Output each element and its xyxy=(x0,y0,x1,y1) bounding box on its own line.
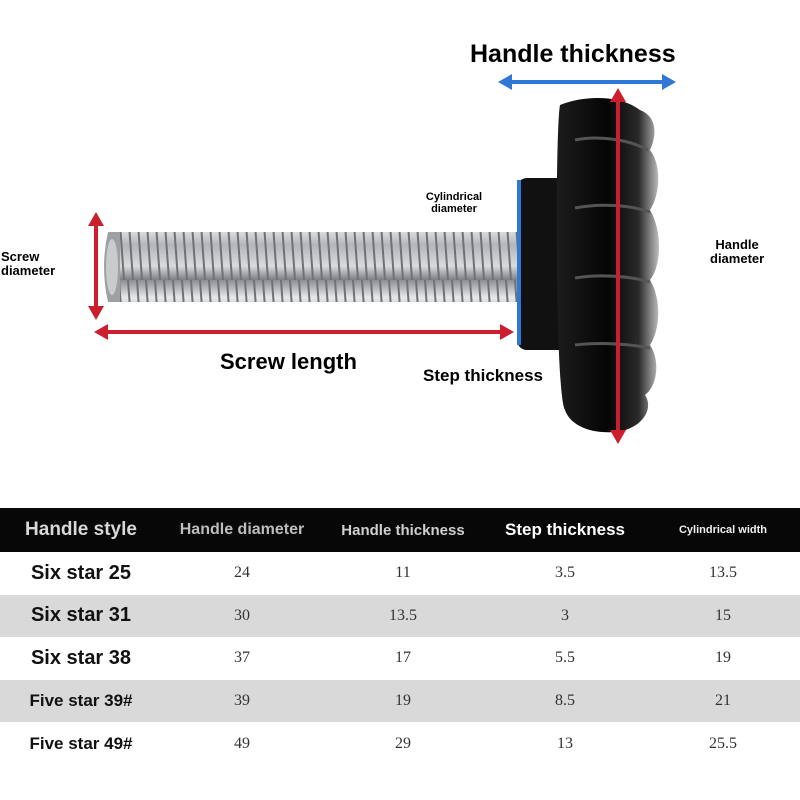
cell-step-thickness: 3 xyxy=(484,594,646,638)
table-row: Six star 25 24 11 3.5 13.5 xyxy=(0,552,800,595)
cell-handle-thickness: 19 xyxy=(322,679,484,723)
header-handle-diameter: Handle diameter xyxy=(162,508,322,552)
cell-cylindrical-width: 25.5 xyxy=(646,722,800,765)
handle-thickness-label: Handle thickness xyxy=(470,40,676,68)
cell-handle-style: Six star 38 xyxy=(0,637,162,680)
cell-handle-thickness: 11 xyxy=(322,552,484,595)
handle-diameter-arrow xyxy=(610,88,626,444)
screw-diameter-label: Screw diameter xyxy=(1,250,55,278)
cell-handle-style: Six star 25 xyxy=(0,552,162,595)
table-row: Six star 38 37 17 5.5 19 xyxy=(0,637,800,680)
knob-screw-illustration xyxy=(88,74,676,444)
spec-table: Handle style Handle diameter Handle thic… xyxy=(0,508,800,765)
handle-thickness-arrow xyxy=(498,74,676,90)
screw-diameter-label-line1: Screw xyxy=(1,249,40,264)
cell-step-thickness: 13 xyxy=(484,722,646,765)
cell-cylindrical-width: 21 xyxy=(646,679,800,723)
knob-handle xyxy=(556,98,659,433)
cell-handle-diameter: 49 xyxy=(162,722,322,765)
cell-step-thickness: 3.5 xyxy=(484,552,646,595)
screw-length-arrow xyxy=(94,324,514,340)
handle-diameter-label: Handle diameter xyxy=(710,238,764,266)
cell-handle-diameter: 39 xyxy=(162,679,322,723)
cell-handle-thickness: 17 xyxy=(322,637,484,680)
table-row: Five star 39# 39 19 8.5 21 xyxy=(0,679,800,723)
handle-diameter-label-line2: diameter xyxy=(710,251,765,266)
screw-diameter-arrow xyxy=(88,212,104,320)
cell-handle-diameter: 37 xyxy=(162,637,322,680)
step-thickness-label: Step thickness xyxy=(423,366,543,385)
screw-diameter-label-line2: diameter xyxy=(1,263,56,278)
handle-diameter-label-line1: Handle xyxy=(715,237,759,252)
cell-cylindrical-width: 13.5 xyxy=(646,552,800,595)
table-row: Five star 49# 49 29 13 25.5 xyxy=(0,722,800,765)
cell-handle-diameter: 24 xyxy=(162,552,322,595)
cell-cylindrical-width: 19 xyxy=(646,637,800,680)
header-step-thickness: Step thickness xyxy=(484,508,646,552)
cell-handle-style: Five star 49# xyxy=(0,722,162,765)
cell-handle-diameter: 30 xyxy=(162,594,322,638)
header-cylindrical-width: Cylindrical width xyxy=(646,508,800,552)
screw-shaft xyxy=(104,232,520,302)
header-handle-style: Handle style xyxy=(0,508,162,552)
cell-handle-style: Five star 39# xyxy=(0,679,162,723)
table-header-row: Handle style Handle diameter Handle thic… xyxy=(0,508,800,552)
cylindrical-diameter-label-line2: diameter xyxy=(431,203,477,215)
cell-cylindrical-width: 15 xyxy=(646,594,800,638)
cell-step-thickness: 5.5 xyxy=(484,637,646,680)
cell-handle-thickness: 29 xyxy=(322,722,484,765)
screw-length-label: Screw length xyxy=(220,349,357,374)
cylindrical-diameter-label-line1: Cylindrical xyxy=(425,191,483,203)
cell-handle-style: Six star 31 xyxy=(0,594,162,638)
table-row: Six star 31 30 13.5 3 15 xyxy=(0,594,800,638)
cylindrical-diameter-label: Cylindrical diameter xyxy=(418,191,490,215)
product-diagram: Handle thickness Cylindrical diameter Sc… xyxy=(1,40,764,444)
cell-handle-thickness: 13.5 xyxy=(322,594,484,638)
header-handle-thickness: Handle thickness xyxy=(322,508,484,552)
cell-step-thickness: 8.5 xyxy=(484,679,646,723)
